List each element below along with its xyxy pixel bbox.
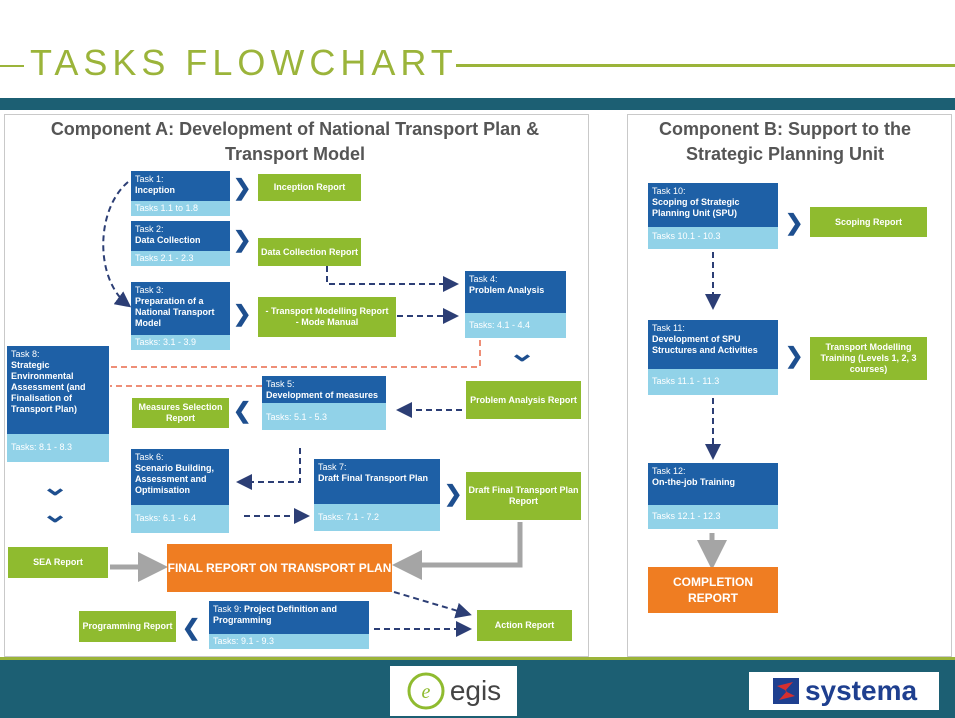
programming-report: Programming Report bbox=[79, 611, 176, 642]
connector-final-action bbox=[393, 591, 472, 619]
header-band bbox=[0, 98, 955, 110]
task-7-number: Task 7: bbox=[318, 462, 347, 472]
task-2-subtasks: Tasks 2.1 - 2.3 bbox=[131, 251, 230, 266]
task-7-name: Draft Final Transport Plan bbox=[318, 473, 429, 483]
task-9-subtasks: Tasks: 9.1 - 9.3 bbox=[209, 634, 369, 649]
page-title: TASKS FLOWCHART bbox=[30, 42, 458, 83]
task-12-number: Task 12: bbox=[652, 466, 686, 476]
task-12-subtasks: Tasks 12.1 - 12.3 bbox=[648, 505, 778, 529]
task-6-name: Scenario Building, Assessment and Optimi… bbox=[135, 463, 215, 495]
task-1-name: Inception bbox=[135, 185, 175, 195]
egis-logo: e egis bbox=[390, 666, 517, 716]
data-collection-report: Data Collection Report bbox=[258, 238, 361, 266]
footer-rule bbox=[0, 657, 955, 661]
svg-text:e: e bbox=[421, 681, 430, 703]
task-10-subtasks: Tasks 10.1 - 10.3 bbox=[648, 227, 778, 249]
measures-selection-report: Measures Selection Report bbox=[132, 398, 229, 428]
inception-report: Inception Report bbox=[258, 174, 361, 201]
task-12: Task 12:On-the-job Training Tasks 12.1 -… bbox=[648, 463, 778, 529]
egis-logo-text: egis bbox=[449, 675, 502, 706]
chevron-down-icon: ⌄ bbox=[40, 501, 70, 528]
chevron-left-icon: ❮ bbox=[233, 398, 252, 423]
title-rule-right bbox=[456, 64, 955, 67]
chevron-right-icon: ❯ bbox=[233, 301, 252, 326]
task-6-number: Task 6: bbox=[135, 452, 164, 462]
component-b-title: Component B: Support to the Strategic Pl… bbox=[659, 119, 911, 164]
task-2: Task 2:Data Collection Tasks 2.1 - 2.3 bbox=[131, 221, 230, 266]
task-6-subtasks: Tasks: 6.1 - 6.4 bbox=[131, 505, 229, 533]
final-report: FINAL REPORT ON TRANSPORT PLAN bbox=[167, 544, 392, 592]
task-1: Task 1:Inception Tasks 1.1 to 1.8 bbox=[131, 171, 230, 216]
task-2-number: Task 2: bbox=[135, 224, 164, 234]
component-a-title: Component A: Development of National Tra… bbox=[50, 119, 540, 164]
transport-modelling-report: - Transport Modelling Report - Mode Manu… bbox=[258, 297, 396, 337]
task-8-number: Task 8: bbox=[11, 349, 40, 359]
task-9-number: Task 9: bbox=[213, 604, 242, 614]
task-5: Task 5:Development of measures Tasks: 5.… bbox=[262, 376, 386, 430]
chevron-right-icon: ❯ bbox=[785, 343, 804, 368]
chevron-down-icon: ⌄ bbox=[507, 340, 537, 367]
task-3: Task 3:Preparation of a National Transpo… bbox=[131, 282, 230, 350]
task-10-number: Task 10: bbox=[652, 186, 686, 196]
task-5-number: Task 5: bbox=[266, 379, 295, 389]
egis-logo-mark: e bbox=[407, 672, 445, 710]
task-11-subtasks: Tasks 11.1 - 11.3 bbox=[648, 369, 778, 395]
task-7-subtasks: Tasks: 7.1 - 7.2 bbox=[314, 504, 440, 531]
chevron-right-icon: ❯ bbox=[233, 227, 252, 252]
chevron-down-icon: ⌄ bbox=[40, 474, 70, 501]
connector-task5-task6 bbox=[236, 448, 301, 490]
draft-final-report: Draft Final Transport Plan Report bbox=[466, 472, 581, 520]
task-11-name: Development of SPU Structures and Activi… bbox=[652, 334, 758, 355]
chevron-right-icon: ❯ bbox=[233, 175, 252, 200]
task-4: Task 4:Problem Analysis Tasks: 4.1 - 4.4 bbox=[465, 271, 566, 338]
task-12-name: On-the-job Training bbox=[652, 477, 735, 487]
task-10-name: Scoping of Strategic Planning Unit (SPU) bbox=[652, 197, 740, 218]
systema-logo-text: systema bbox=[804, 675, 918, 706]
sea-report: SEA Report bbox=[8, 547, 108, 578]
chevron-right-icon: ❯ bbox=[785, 210, 804, 235]
connector-draft-final bbox=[392, 522, 523, 580]
task-4-number: Task 4: bbox=[469, 274, 498, 284]
problem-analysis-report: Problem Analysis Report bbox=[466, 381, 581, 419]
systema-logo: systema bbox=[749, 672, 939, 710]
connector-datareport-task4 bbox=[326, 266, 459, 292]
chevron-left-icon: ❮ bbox=[182, 615, 201, 640]
title-rule-left bbox=[0, 65, 24, 67]
task-1-subtasks: Tasks 1.1 to 1.8 bbox=[131, 201, 230, 216]
connector-task1-task3 bbox=[102, 181, 132, 308]
task-6: Task 6:Scenario Building, Assessment and… bbox=[131, 449, 229, 533]
task-5-subtasks: Tasks: 5.1 - 5.3 bbox=[262, 403, 386, 430]
task-9-name: Project Definition and Programming bbox=[213, 604, 338, 625]
task-3-subtasks: Tasks: 3.1 - 3.9 bbox=[131, 335, 230, 350]
task-8-name: Strategic Environmental Assessment (and … bbox=[11, 360, 86, 414]
task-3-number: Task 3: bbox=[135, 285, 164, 295]
scoping-report: Scoping Report bbox=[810, 207, 927, 237]
transport-modelling-training: Transport Modelling Training (Levels 1, … bbox=[810, 337, 927, 380]
task-4-name: Problem Analysis bbox=[469, 285, 545, 295]
task-9: Task 9: Project Definition and Programmi… bbox=[209, 601, 369, 649]
task-11: Task 11:Development of SPU Structures an… bbox=[648, 320, 778, 395]
systema-logo-mark bbox=[772, 678, 799, 704]
task-5-name: Development of measures bbox=[266, 390, 379, 400]
task-1-number: Task 1: bbox=[135, 174, 164, 184]
task-3-name: Preparation of a National Transport Mode… bbox=[135, 296, 215, 328]
connector-task4-task8 bbox=[110, 340, 481, 368]
completion-report: COMPLETION REPORT bbox=[648, 567, 778, 613]
task-10: Task 10:Scoping of Strategic Planning Un… bbox=[648, 183, 778, 249]
chevron-right-icon: ❯ bbox=[444, 481, 463, 506]
task-11-number: Task 11: bbox=[652, 323, 685, 333]
task-4-subtasks: Tasks: 4.1 - 4.4 bbox=[465, 313, 566, 338]
task-7: Task 7:Draft Final Transport Plan Tasks:… bbox=[314, 459, 440, 531]
task-2-name: Data Collection bbox=[135, 235, 201, 245]
action-report: Action Report bbox=[477, 610, 572, 641]
task-8-subtasks: Tasks: 8.1 - 8.3 bbox=[7, 434, 109, 462]
task-8: Task 8:Strategic Environmental Assessmen… bbox=[7, 346, 109, 462]
